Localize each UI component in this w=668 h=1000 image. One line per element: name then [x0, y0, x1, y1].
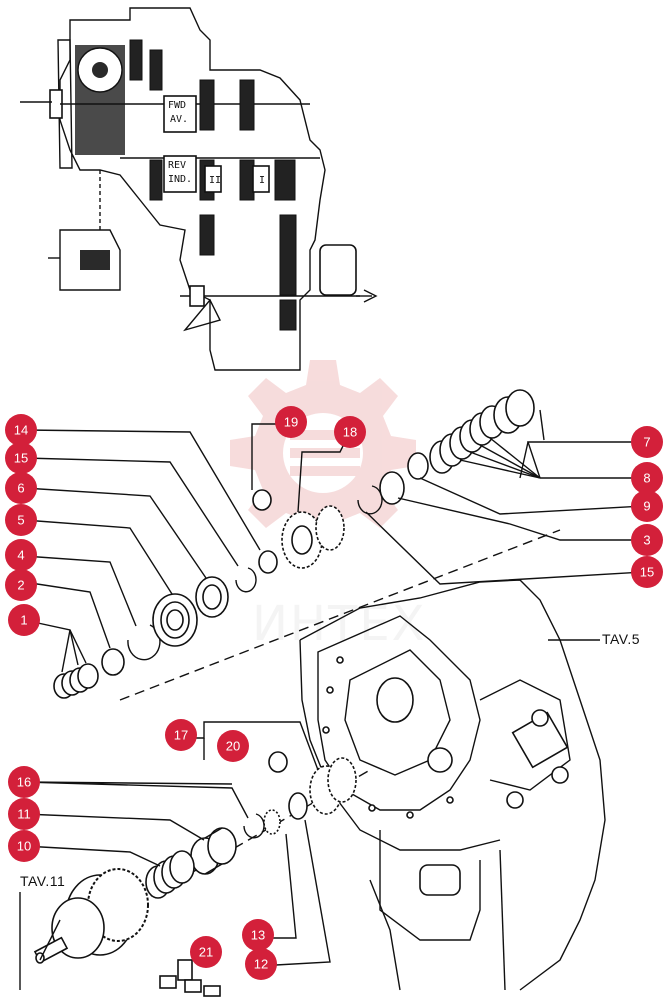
part-16-snap-ring — [243, 813, 265, 839]
callout-7-text: 7 — [643, 435, 650, 450]
part-7-cup — [493, 389, 535, 434]
gear-ii-label: II — [209, 175, 221, 186]
callout-7[interactable]: 7 — [631, 426, 663, 458]
callout-1[interactable]: 1 — [8, 604, 40, 636]
part-5-bearing — [152, 593, 198, 647]
callout-21-text: 21 — [199, 945, 213, 960]
watermark-text: ИНТЕХ — [252, 596, 427, 652]
callout-20[interactable]: 20 — [217, 730, 249, 762]
part-21-clips — [159, 959, 221, 997]
callout-1-text: 1 — [20, 613, 27, 628]
part-1-washers — [53, 663, 99, 699]
callout-21[interactable]: 21 — [190, 936, 222, 968]
callout-9[interactable]: 9 — [631, 490, 663, 522]
callout-2[interactable]: 2 — [5, 569, 37, 601]
callout-13[interactable]: 13 — [242, 919, 274, 951]
callout-19-text: 19 — [284, 415, 298, 430]
callout-16-text: 16 — [17, 775, 31, 790]
callout-8[interactable]: 8 — [631, 462, 663, 494]
callout-6[interactable]: 6 — [5, 472, 37, 504]
callout-8-text: 8 — [643, 471, 650, 486]
callout-6-text: 6 — [17, 481, 24, 496]
tav11-reference-label: TAV.11 — [20, 873, 65, 889]
rev-label-line2: IND. — [168, 174, 192, 185]
callout-15b-text: 15 — [640, 565, 654, 580]
clutch-hub-assembly — [33, 868, 149, 964]
gear-i-label: I — [259, 175, 265, 186]
callout-5[interactable]: 5 — [5, 504, 37, 536]
part-6-bearing — [195, 576, 229, 618]
rev-label-line1: REV — [168, 160, 186, 171]
tav5-reference-label: TAV.5 — [602, 631, 640, 647]
leader-lines-upper — [23, 409, 645, 673]
callout-5-text: 5 — [17, 513, 24, 528]
part-12-ring — [288, 792, 308, 820]
gearbox-housing: TAV.5 — [299, 579, 640, 991]
callout-3-text: 3 — [643, 533, 650, 548]
fwd-label-line2: AV. — [170, 114, 188, 125]
callout-4[interactable]: 4 — [5, 539, 37, 571]
callout-19[interactable]: 19 — [275, 406, 307, 438]
callout-18-text: 18 — [343, 425, 357, 440]
callout-13-text: 13 — [251, 928, 265, 943]
callout-20-text: 20 — [226, 739, 240, 754]
part-14-washer — [258, 550, 278, 574]
callout-16[interactable]: 16 — [8, 766, 40, 798]
part-13-needle-bearing — [263, 809, 281, 835]
exploded-parts-lower: TAV.11 — [19, 721, 371, 997]
callout-12-text: 12 — [254, 957, 268, 972]
callout-4-text: 4 — [17, 548, 24, 563]
fwd-label-line1: FWD — [168, 100, 186, 111]
part-2-ring — [101, 648, 125, 676]
callout-3[interactable]: 3 — [631, 524, 663, 556]
callout-15-text: 15 — [14, 451, 28, 466]
part-3-ring — [379, 471, 405, 505]
callout-18[interactable]: 18 — [334, 416, 366, 448]
leader-lines-lower — [23, 721, 331, 967]
callout-11-text: 11 — [17, 807, 31, 822]
callout-15b[interactable]: 15 — [631, 556, 663, 588]
callout-15[interactable]: 15 — [5, 442, 37, 474]
exploded-parts-upper — [23, 389, 645, 701]
callout-10[interactable]: 10 — [8, 830, 40, 862]
callout-17-text: 17 — [174, 728, 188, 743]
part-17-gear — [309, 757, 357, 815]
part-20-washer — [268, 751, 288, 773]
part-9-ring — [407, 452, 429, 480]
part-19-washer — [252, 489, 272, 511]
callout-11[interactable]: 11 — [8, 798, 40, 830]
callout-14-text: 14 — [14, 423, 28, 438]
callout-2-text: 2 — [17, 578, 24, 593]
part-15b-snap-ring — [357, 485, 383, 515]
callout-14[interactable]: 14 — [5, 414, 37, 446]
gear-labels: FWD AV. REV IND. II I — [168, 100, 265, 186]
watermark: ИНТЕХ — [230, 360, 427, 652]
callout-9-text: 9 — [643, 499, 650, 514]
part-10-plates — [145, 850, 195, 899]
callout-12[interactable]: 12 — [245, 948, 277, 980]
part-18-gear — [281, 505, 345, 569]
callout-17[interactable]: 17 — [165, 719, 197, 751]
callout-markers: 14 15 6 5 4 2 1 19 18 7 8 9 3 15 17 20 1… — [5, 406, 663, 980]
part-11-sleeve — [190, 827, 237, 875]
part-15-snap-ring — [235, 567, 257, 593]
transmission-cross-section: FWD AV. REV IND. II I — [20, 7, 378, 371]
callout-10-text: 10 — [17, 839, 31, 854]
